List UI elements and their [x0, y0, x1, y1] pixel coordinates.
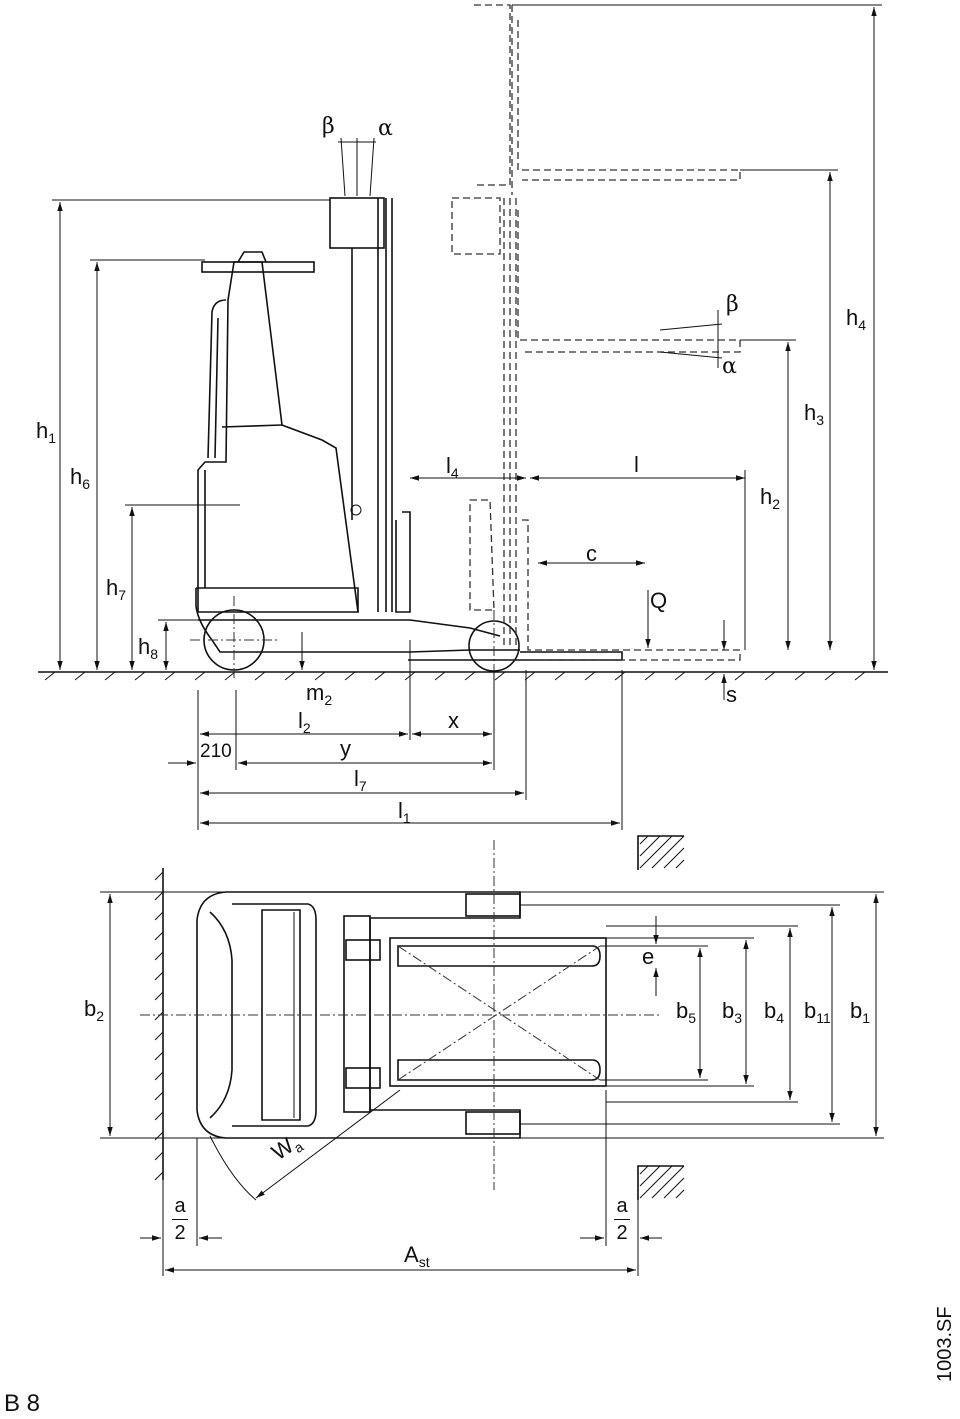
label-x: x [448, 708, 459, 733]
label-b3: b3 [722, 998, 743, 1026]
turning-radius-line [255, 1089, 401, 1199]
label-210: 210 [200, 741, 232, 762]
label-alpha-right: α [722, 354, 737, 379]
label-b5: b5 [676, 998, 697, 1026]
label-e: e [642, 944, 655, 969]
drive-wheel [190, 596, 280, 680]
label-alpha-top: α [378, 116, 393, 141]
label-h1: h1 [36, 418, 57, 446]
label-l: l [634, 452, 639, 477]
horizontal-dimensions [168, 470, 746, 830]
drawing-code: 1003.SF [934, 1306, 956, 1382]
label-s: s [726, 682, 737, 707]
mast-extended [451, 4, 741, 661]
right-obstacle-bottom [637, 1165, 685, 1200]
label-h6: h6 [70, 464, 91, 492]
label-b4: b4 [764, 998, 785, 1026]
label-h2: h2 [760, 484, 781, 512]
label-beta-top: β [322, 114, 335, 139]
label-l1: l1 [398, 798, 411, 826]
label-l2: l2 [298, 708, 311, 736]
label-b11: b11 [804, 998, 831, 1026]
left-wall [154, 868, 164, 1181]
label-b2: b2 [84, 996, 105, 1024]
right-obstacle-top [637, 835, 685, 870]
ground-line [38, 671, 888, 681]
tilt-angle-marks-right [659, 310, 723, 368]
figure-id: B 8 [4, 1390, 41, 1417]
label-y: y [340, 736, 351, 761]
label-h4: h4 [846, 305, 867, 333]
side-view [38, 4, 888, 830]
load-wheel [468, 610, 520, 680]
vertical-dimensions [52, 4, 882, 700]
label-load-q: Q [650, 588, 668, 613]
truck-top-outline [196, 891, 521, 1139]
label-ast: Ast [404, 1242, 430, 1270]
label-l4: l4 [446, 453, 459, 481]
turning-radius-arc [209, 1135, 257, 1201]
label-h7: h7 [106, 575, 127, 603]
top-view [100, 835, 884, 1276]
label-h8: h8 [138, 634, 159, 662]
forks-top [389, 937, 607, 1087]
label-beta-right: β [726, 292, 739, 317]
mast-lowered [329, 197, 623, 661]
tilt-angle-marks-top [338, 137, 376, 197]
truck-body [195, 251, 520, 653]
label-m2: m2 [306, 680, 333, 708]
label-l7: l7 [354, 766, 367, 794]
width-dimensions [100, 891, 884, 1139]
aisle-dimensions [140, 1090, 662, 1276]
label-c: c [586, 541, 597, 566]
label-b1: b1 [850, 998, 871, 1026]
label-h3: h3 [804, 400, 825, 428]
